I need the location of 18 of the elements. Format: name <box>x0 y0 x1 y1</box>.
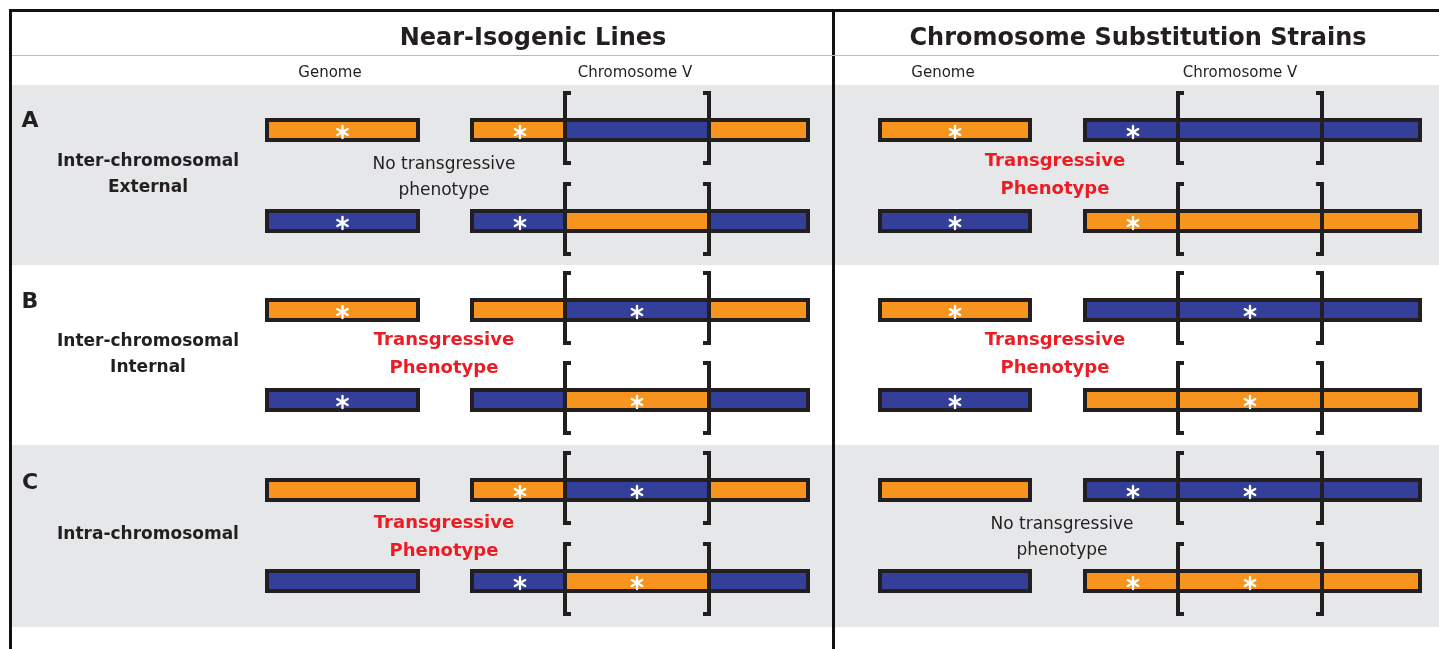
phenotype-note: Transgressive Phenotype <box>372 327 516 379</box>
panel-letter: B <box>21 287 39 316</box>
phenotype-note: Transgressive Phenotype <box>983 148 1127 200</box>
phenotype-note: No transgressive phenotype <box>371 151 517 201</box>
column-subheading: Chromosome V <box>577 62 693 83</box>
column-subheading: Genome <box>298 62 362 83</box>
phenotype-note: Transgressive Phenotype <box>983 327 1127 379</box>
row-label: Inter-chromosomal Internal <box>56 328 240 378</box>
column-heading: Near-Isogenic Lines <box>399 21 667 53</box>
phenotype-note: Transgressive Phenotype <box>372 510 516 562</box>
row-label: Inter-chromosomal External <box>56 148 240 198</box>
panel-letter: C <box>21 468 39 497</box>
phenotype-note: No transgressive phenotype <box>989 511 1135 561</box>
column-heading: Chromosome Substitution Strains <box>909 21 1367 53</box>
column-subheading: Chromosome V <box>1182 62 1298 83</box>
row-label: Intra-chromosomal <box>56 521 240 545</box>
panel-letter: A <box>21 106 39 135</box>
column-subheading: Genome <box>911 62 975 83</box>
